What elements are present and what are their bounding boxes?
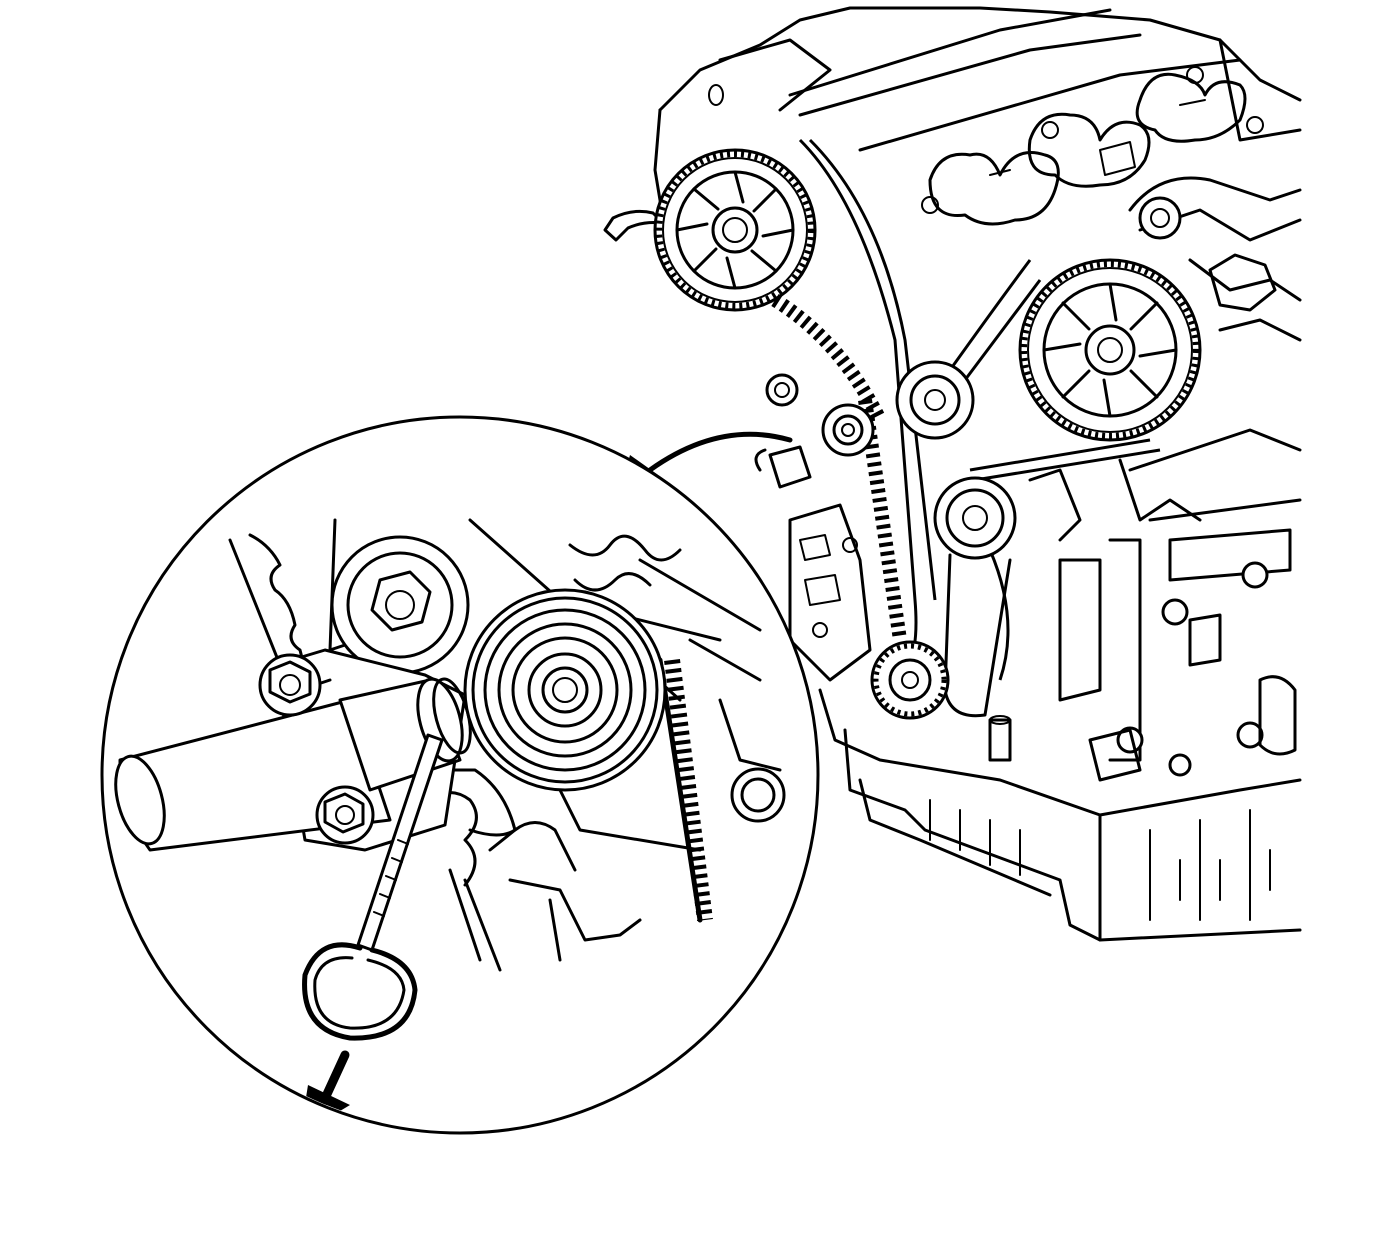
locking-pin-tool xyxy=(302,733,444,1041)
engine-block-front xyxy=(754,428,1302,782)
small-idler-pulley xyxy=(765,373,799,407)
detail-view xyxy=(100,415,820,1135)
right-camshaft-sprocket xyxy=(1018,258,1202,442)
detail-tensioner-pulley xyxy=(463,588,667,792)
tensioner-bolt-upper xyxy=(258,653,322,717)
upper-idler-pulley xyxy=(895,360,975,440)
left-camshaft-sprocket xyxy=(653,148,817,312)
crankshaft-sprocket xyxy=(870,640,950,720)
engine-assembly xyxy=(603,6,1302,942)
oil-pan xyxy=(818,688,1302,942)
tensioner-bolt-lower xyxy=(315,785,375,845)
detail-idler-pulley xyxy=(330,535,470,675)
alignment-dowel xyxy=(730,767,786,823)
lower-idler-pulley xyxy=(821,403,875,457)
cylinder-head xyxy=(653,6,1302,342)
